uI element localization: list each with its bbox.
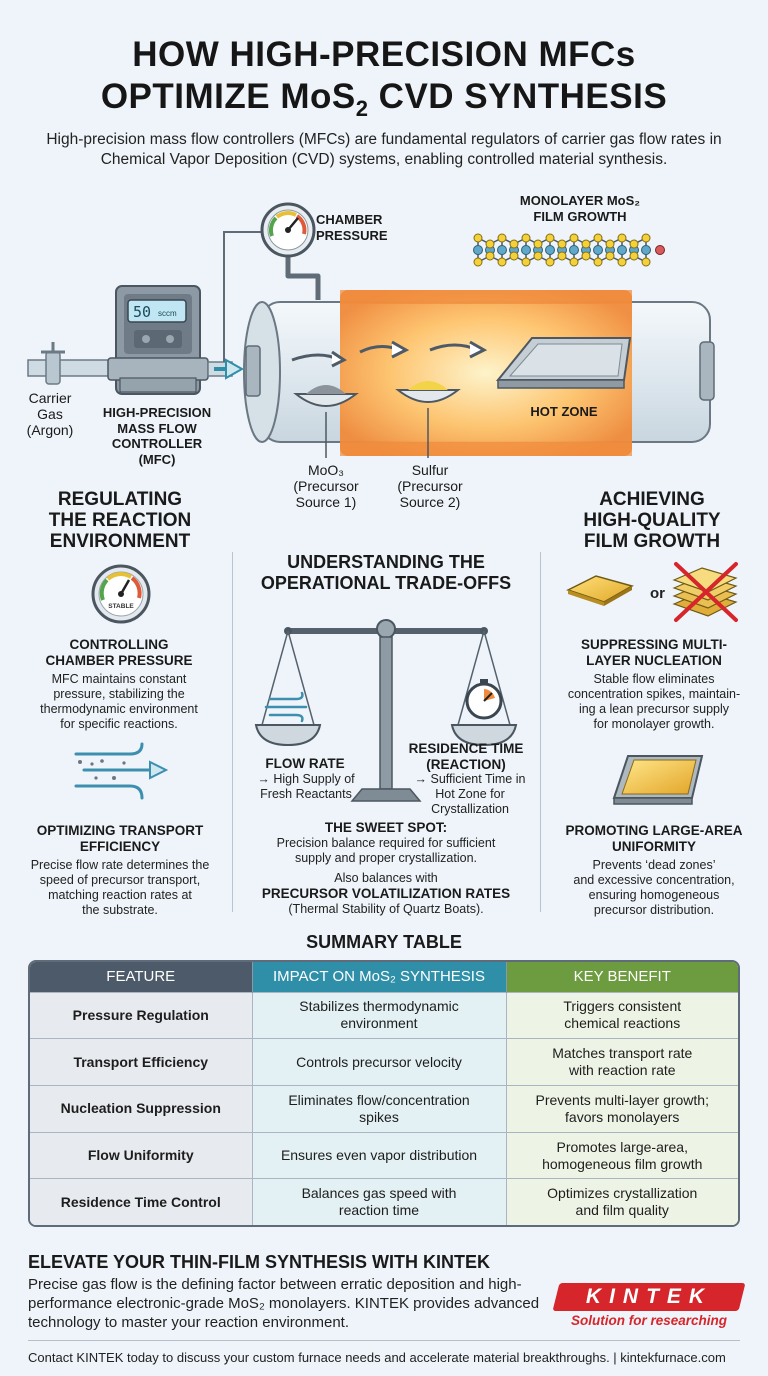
residence-time-heading: RESIDENCE TIME(REACTION)	[408, 741, 524, 772]
footer-divider	[28, 1340, 740, 1341]
stopwatch-icon	[465, 679, 503, 720]
gas-flow-arrows	[291, 340, 488, 368]
cvd-system-diagram: 50 sccm	[27, 202, 715, 458]
sweet-spot-text: Precision balance required for sufficien…	[276, 836, 496, 865]
table-row: Flow Uniformity Ensures even vapor distr…	[30, 1131, 738, 1179]
balance-scale-icon	[254, 619, 518, 802]
mfc-display-unit: sccm	[158, 309, 177, 318]
mos2-lattice-icon	[473, 233, 665, 267]
chamber-pressure-gauge	[260, 202, 316, 258]
cta-text: Precise gas flow is the defining factor …	[28, 1276, 540, 1331]
feature-cell: Flow Uniformity	[30, 1131, 253, 1179]
column-divider-right	[540, 552, 541, 912]
stable-gauge-icon: STABLE	[91, 564, 151, 624]
impact-cell: Ensures even vapor distribution	[252, 1131, 507, 1179]
mfc-display-value: 50	[133, 303, 151, 321]
feature-cell: Pressure Regulation	[30, 991, 253, 1039]
feature-cell: Transport Efficiency	[30, 1038, 253, 1086]
suppressing-nucleation-heading: SUPPRESSING MULTI-LAYER NUCLEATION	[580, 637, 727, 668]
flow-rate-heading: FLOW RATE	[265, 756, 345, 771]
moo3-boat	[293, 385, 359, 407]
column-divider-left	[232, 552, 233, 912]
monolayer-vs-multilayer-icon: or	[566, 562, 738, 622]
mfc-device: 50 sccm	[107, 285, 209, 395]
also-balances-text: Also balances with	[334, 871, 438, 885]
wind-icon	[264, 691, 308, 723]
logo-wordmark: KINTEK	[585, 1285, 713, 1308]
large-area-uniformity-text: Prevents ‘dead zones’and excessive conce…	[573, 858, 735, 917]
footer-contact-text[interactable]: Contact KINTEK today to discuss your cus…	[28, 1350, 726, 1365]
impact-cell: Controls precursor velocity	[252, 1038, 507, 1086]
gas-inlet-pipe	[27, 342, 121, 385]
uniform-film-tile-icon	[612, 755, 704, 805]
table-header-impact: IMPACT ON MoS₂ SYNTHESIS	[252, 962, 507, 992]
table-header-feature: FEATURE	[30, 962, 253, 992]
multilayer-stack-icon	[672, 567, 738, 617]
page-title: HOW HIGH-PRECISION MFCs OPTIMIZE MoS2 CV…	[100, 35, 668, 121]
volatilization-heading: PRECURSOR VOLATILIZATION RATES	[261, 886, 511, 901]
sweet-spot-heading: THE SWEET SPOT:	[324, 820, 448, 835]
table-header-benefit: KEY BENEFIT	[506, 962, 738, 992]
gauge-stable-text: STABLE	[108, 603, 134, 610]
summary-table-title: SUMMARY TABLE	[306, 932, 462, 952]
kintek-logo[interactable]: KINTEK Solution for researching	[552, 1283, 746, 1329]
sulfur-boat	[395, 381, 461, 403]
table-row: Residence Time Control Balances gas spee…	[30, 1178, 738, 1225]
or-text: or	[650, 585, 665, 602]
cta-heading: ELEVATE YOUR THIN-FILM SYNTHESIS WITH KI…	[28, 1252, 491, 1272]
table-row: Nucleation Suppression Eliminates flow/c…	[30, 1084, 738, 1133]
mfc-outlet-pipe	[207, 358, 245, 380]
benefit-cell: Prevents multi-layer growth;favors monol…	[506, 1084, 738, 1133]
table-row: Transport Efficiency Controls precursor …	[30, 1038, 738, 1086]
logo-tagline: Solution for researching	[570, 1313, 728, 1328]
transport-flow-icon	[74, 742, 169, 800]
monolayer-tile-icon	[566, 575, 634, 606]
feature-cell: Residence Time Control	[30, 1178, 253, 1225]
hot-zone-label: HOT ZONE	[530, 404, 598, 419]
benefit-cell: Promotes large-area,homogeneous film gro…	[506, 1131, 738, 1179]
substrate	[495, 337, 632, 389]
cross-out-icon	[674, 562, 738, 622]
thermal-stability-text: (Thermal Stability of Quartz Boats).	[288, 902, 484, 916]
feature-cell: Nucleation Suppression	[30, 1084, 253, 1133]
hot-zone	[340, 290, 632, 456]
summary-table: FEATURE IMPACT ON MoS₂ SYNTHESIS KEY BEN…	[28, 960, 740, 1227]
page-subtitle: High-precision mass flow controllers (MF…	[46, 131, 722, 168]
table-row: Pressure Regulation Stabilizes thermodyn…	[30, 991, 738, 1039]
